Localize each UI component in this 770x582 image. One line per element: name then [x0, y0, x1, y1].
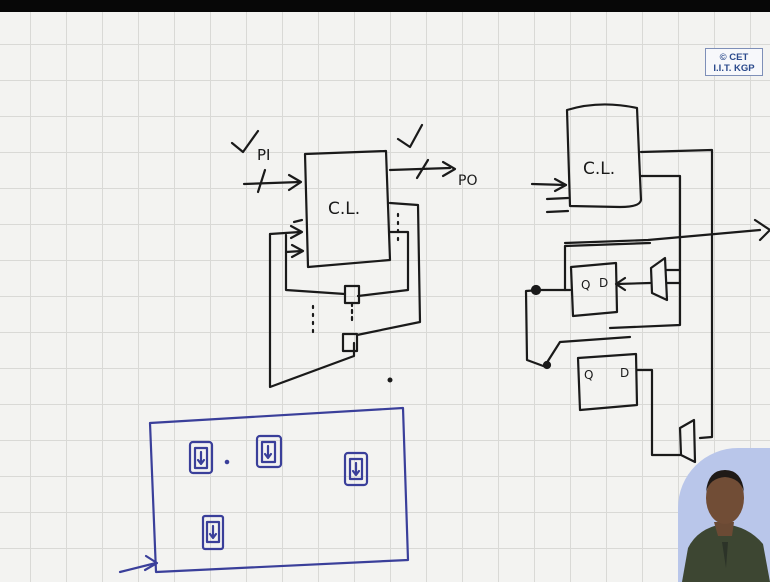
blue-flipflop-4: [203, 516, 223, 549]
ff2-d-label: D: [620, 366, 629, 380]
blue-flipflop-1: [190, 442, 212, 473]
right-circuit: C.L. Q D: [526, 104, 770, 462]
left-cl-label: C.L.: [328, 199, 360, 219]
pi-bus-slash: [258, 170, 265, 192]
blue-rectangle: [150, 408, 408, 572]
ff2-q-label: Q: [584, 368, 593, 382]
loop-input-3: [294, 220, 302, 222]
left-circuit: PI PO C.L.: [232, 125, 477, 387]
blue-flipflop-3: [345, 453, 367, 485]
right-input-wire-1: [532, 184, 566, 185]
right-output-main-wire: [565, 230, 760, 243]
pi-label: PI: [257, 146, 270, 164]
po-label: PO: [458, 173, 477, 189]
blue-flipflop-2: [257, 436, 281, 467]
ff1-d-label: D: [599, 276, 608, 290]
webcam-inset: [678, 448, 770, 582]
check-mark-pi: [232, 131, 258, 152]
blue-dot: [226, 461, 228, 463]
pi-input-wire: [244, 182, 300, 184]
ff1-q-label: Q: [581, 278, 590, 292]
loop-wire-outer-left: [270, 234, 354, 387]
right-input-wire-2: [547, 198, 568, 199]
ff2-output-wire: [637, 370, 680, 455]
right-flipflop-1: [571, 263, 617, 316]
po-output-wire: [390, 168, 450, 170]
right-output-wire-2: [610, 176, 680, 328]
right-flipflop-2: [578, 354, 637, 410]
loop-input-1: [270, 232, 300, 234]
scan-flipflop-box: [120, 408, 408, 572]
lecturer-silhouette: [678, 448, 770, 582]
stray-dot: [389, 379, 392, 382]
check-mark-po: [398, 125, 422, 147]
ff1-d-wire: [617, 283, 650, 284]
ff2-input-wire: [546, 337, 630, 364]
feedback-inner-wire: [358, 232, 408, 296]
right-scan-wire: [526, 290, 570, 367]
left-flipflop-1: [345, 286, 359, 303]
right-input-wire-3: [547, 211, 568, 212]
mux-1: [651, 258, 667, 300]
right-cl-block: [567, 104, 641, 207]
right-cl-label: C.L.: [583, 159, 615, 179]
junction-1: [532, 286, 540, 294]
